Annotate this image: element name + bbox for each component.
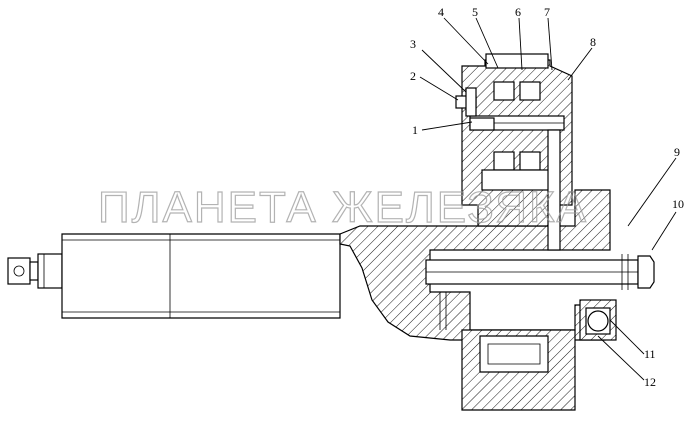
callout-9: 9 (674, 145, 680, 159)
callout-7: 7 (544, 5, 550, 19)
callout-10: 10 (672, 197, 684, 211)
main-shaft (425, 254, 655, 290)
callout-8: 8 (590, 35, 596, 49)
callout-6: 6 (515, 5, 521, 19)
callout-11: 11 (644, 347, 656, 361)
callout-2: 2 (410, 69, 416, 83)
ball-bearing (579, 299, 617, 341)
callout-4: 4 (438, 5, 444, 19)
callout-3: 3 (410, 37, 416, 51)
callout-5: 5 (472, 5, 478, 19)
housing-tube (61, 233, 341, 319)
bolt-assembly (455, 87, 495, 131)
callout-1: 1 (412, 123, 418, 137)
cast-body-section (339, 189, 611, 411)
callout-labels: 1 2 3 4 5 6 7 8 9 10 11 12 (410, 5, 684, 389)
square-drive-tip (7, 253, 63, 289)
callout-12: 12 (644, 375, 656, 389)
watermark-text: ПЛАНЕТА ЖЕЛЕЗЯКА (98, 183, 588, 232)
leader-lines (419, 17, 677, 381)
